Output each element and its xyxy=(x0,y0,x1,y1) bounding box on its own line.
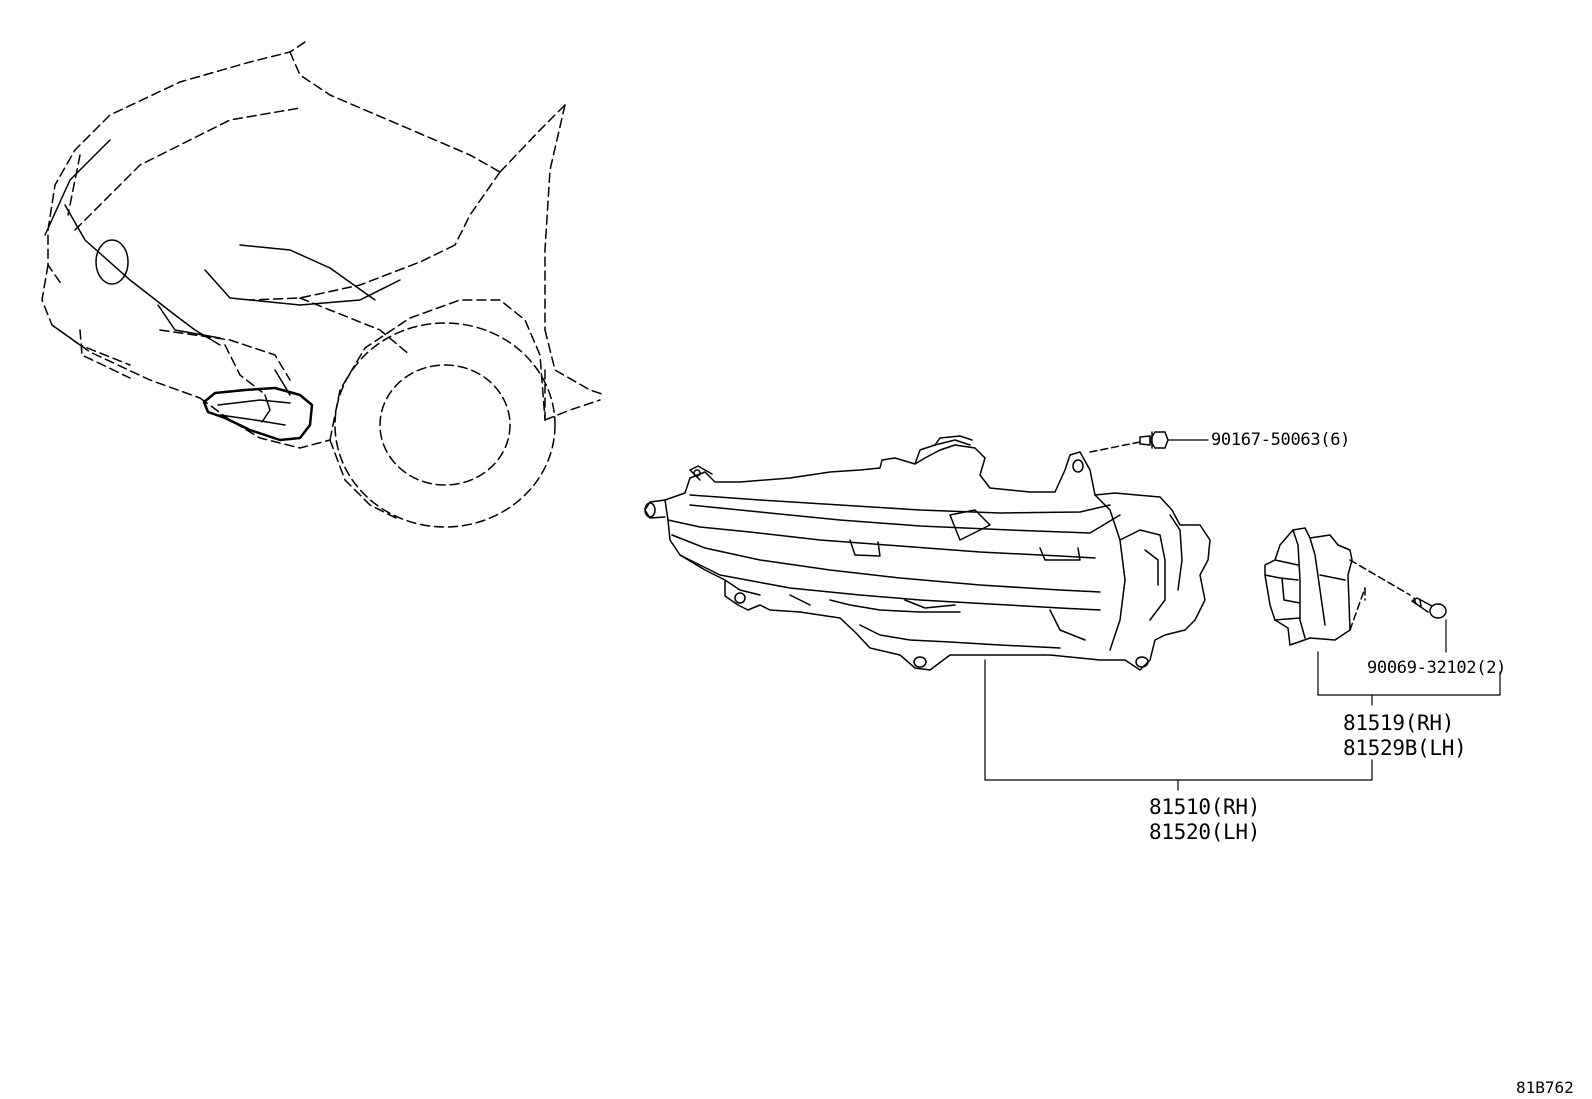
module-rh-part-number: 81519(RH) xyxy=(1343,711,1455,735)
vehicle-grille-details xyxy=(44,139,401,396)
module-bracket-leader xyxy=(1317,651,1501,706)
vehicle-fog-lamp-highlight xyxy=(202,386,314,442)
control-module-part xyxy=(1264,527,1353,646)
screw-part-number: 90069-32102(2) xyxy=(1367,658,1507,678)
lamp-bracket-leader xyxy=(984,659,1373,791)
module-lh-part-number: 81529B(LH) xyxy=(1343,736,1467,760)
screw-part xyxy=(1411,597,1447,619)
figure-code: 81B762 xyxy=(1516,1078,1574,1097)
lamp-rh-part-number: 81510(RH) xyxy=(1149,795,1261,819)
fog-lamp-assembly xyxy=(644,435,1211,671)
module-dashed-leaders xyxy=(1349,559,1411,631)
bolt-part-number: 90167-50063(6) xyxy=(1211,430,1351,450)
bolt-dashed-leader xyxy=(1089,441,1141,453)
lamp-lh-part-number: 81520(LH) xyxy=(1149,820,1261,844)
vehicle-front-outline xyxy=(41,41,606,521)
vehicle-wheel xyxy=(334,322,556,528)
bolt-part xyxy=(1139,431,1169,449)
